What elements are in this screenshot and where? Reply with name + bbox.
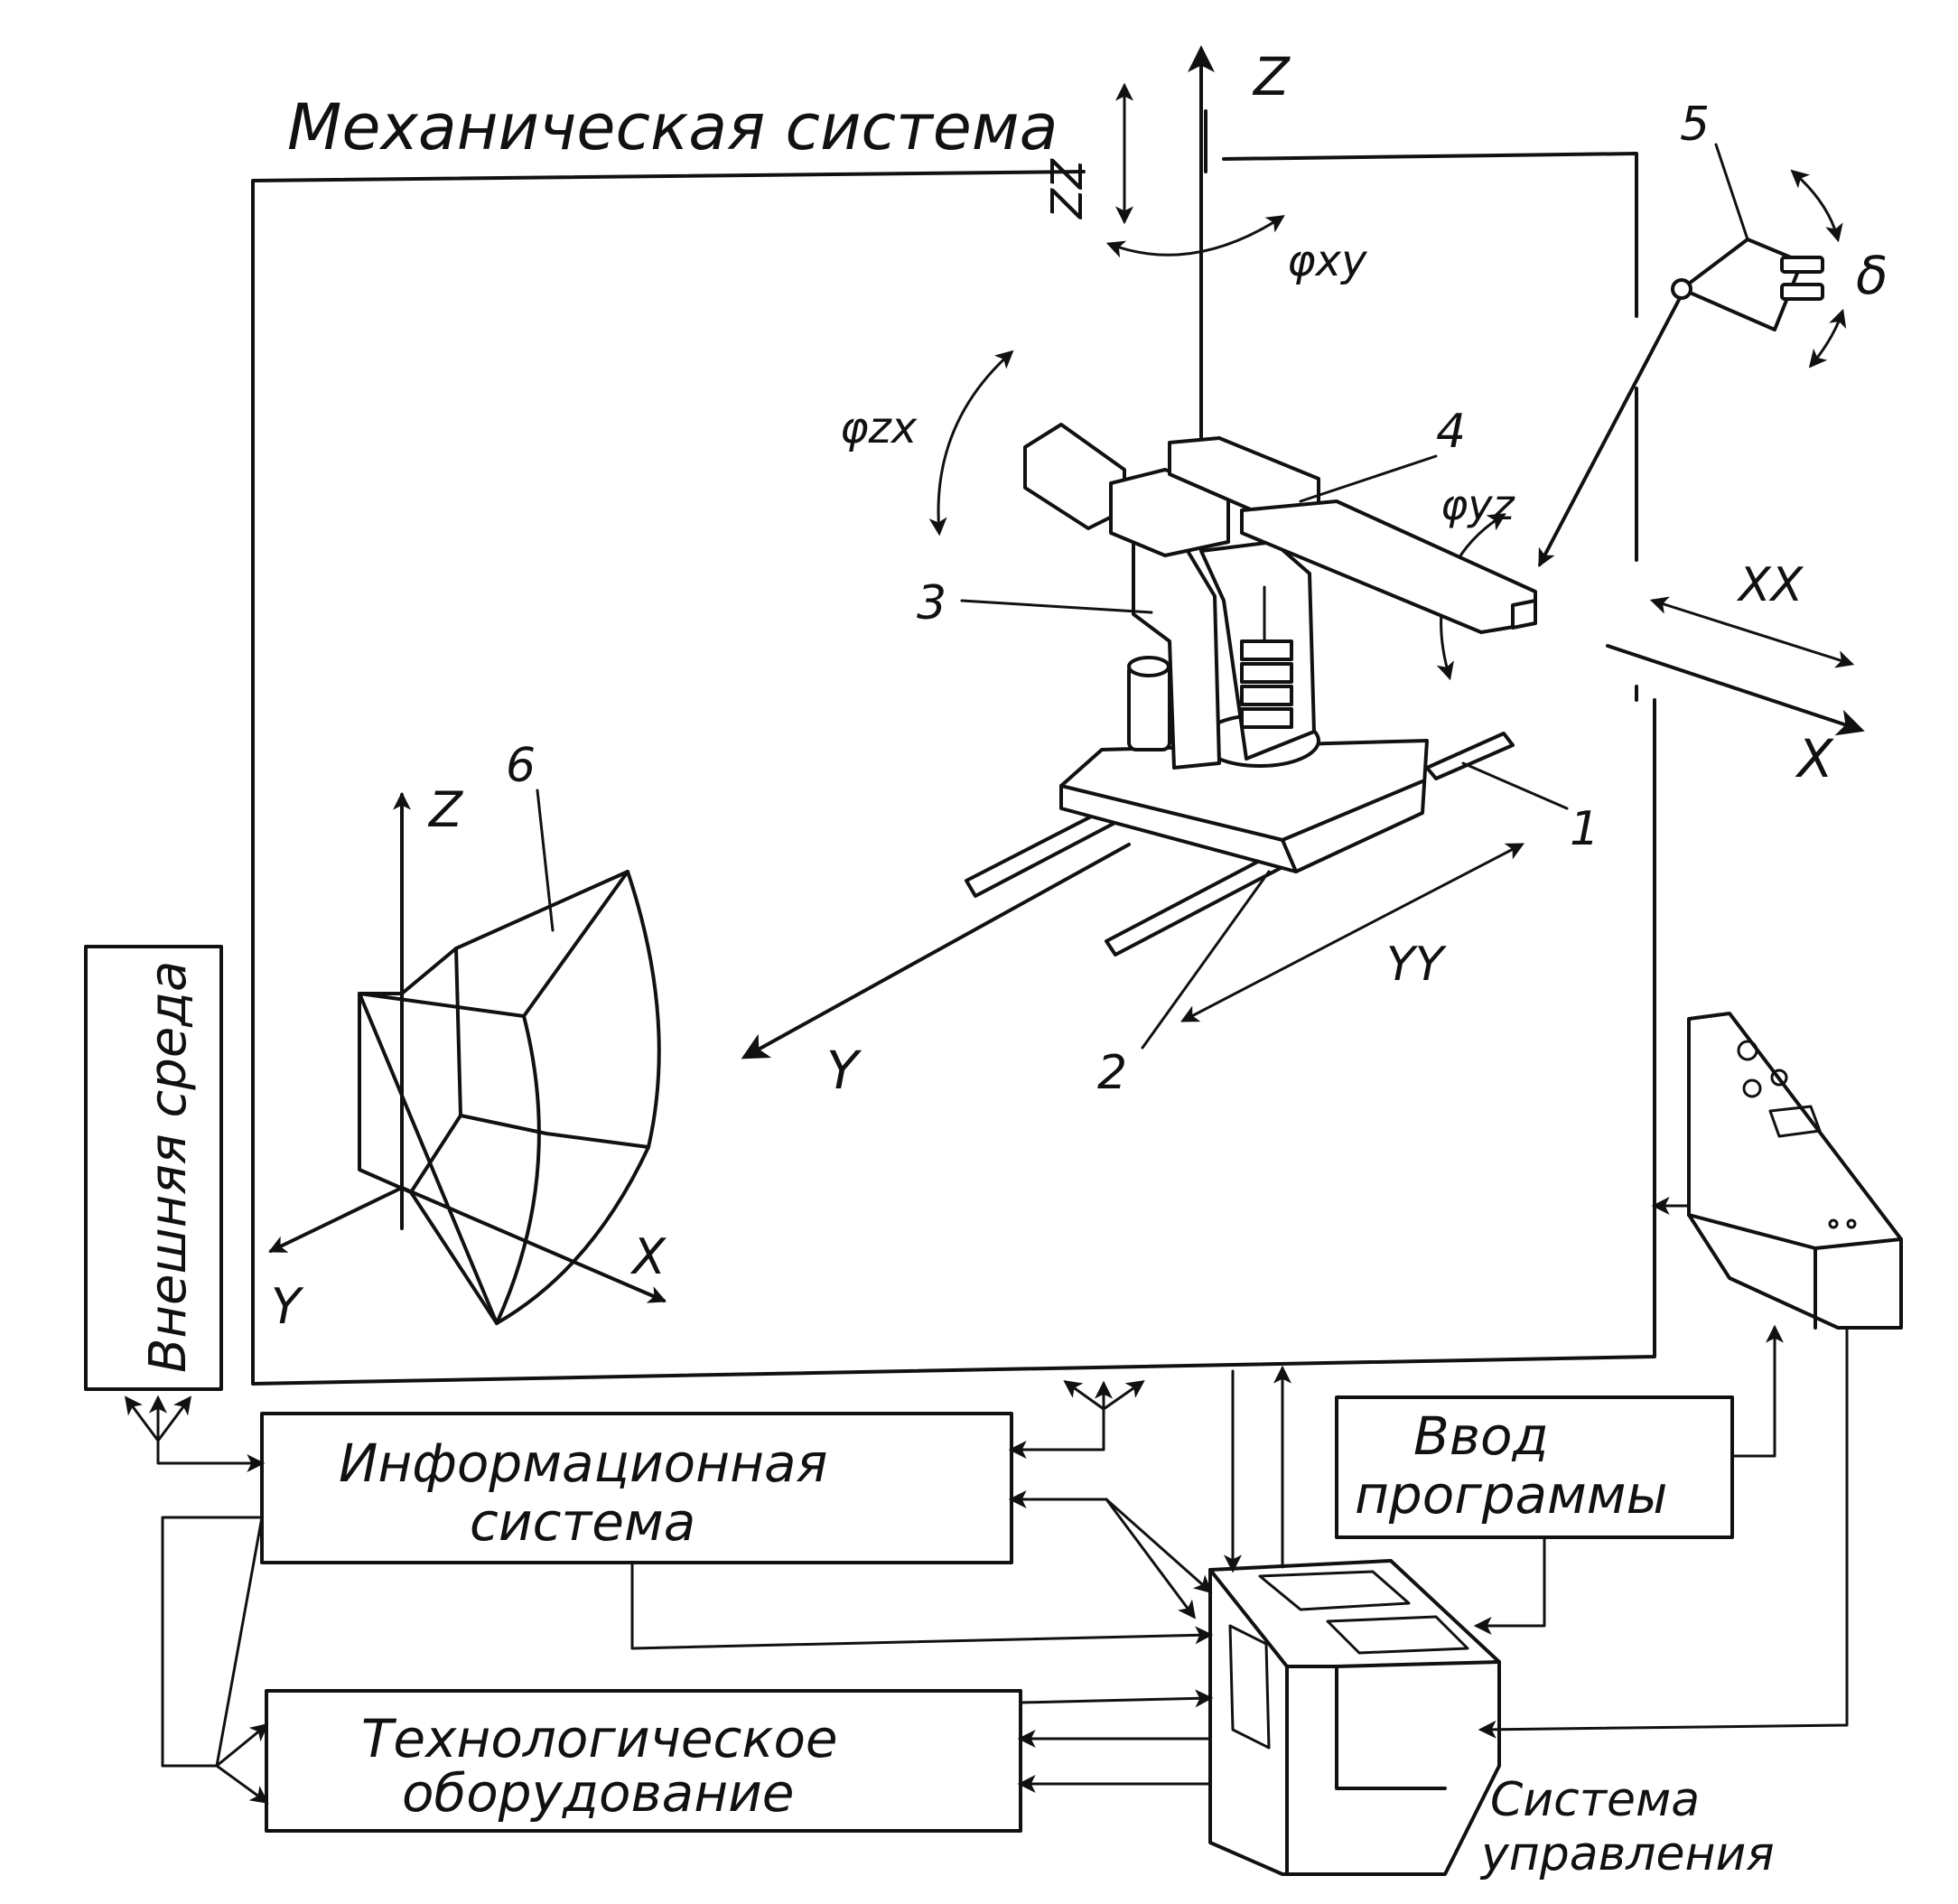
workspace-volume	[267, 791, 667, 1325]
zz-label: ZZ	[1042, 158, 1093, 220]
control-system-line1: Система	[1490, 1773, 1700, 1827]
callout-1: 1	[1570, 802, 1599, 856]
phi-xy-label: φxy	[1287, 236, 1367, 286]
delta-arc-lower	[1808, 308, 1847, 369]
callout-2: 2	[1097, 1046, 1127, 1100]
workspace-z-label: Z	[427, 781, 463, 838]
robot-manipulator	[965, 423, 1537, 957]
phi-zx-label: φzx	[840, 403, 918, 453]
callout-6: 6	[506, 739, 536, 793]
phi-zx-arc	[928, 350, 1014, 537]
delta-arc-upper	[1790, 169, 1843, 243]
x-main-label: X	[1795, 728, 1834, 789]
control-system-line2: управления	[1479, 1827, 1775, 1881]
technological-equipment-line2: оборудование	[402, 1762, 795, 1824]
connection-lines	[125, 1197, 1849, 1804]
information-system-line2: система	[470, 1491, 695, 1553]
technological-equipment-line1: Технологическое	[361, 1708, 838, 1769]
control-system-cabinet	[1208, 1559, 1501, 1876]
phi-xy-arc	[1105, 215, 1285, 258]
callout-4-leader	[1299, 454, 1438, 503]
workspace-x-label: X	[629, 1228, 667, 1285]
external-environment-box	[84, 945, 223, 1391]
callout-5: 5	[1680, 98, 1710, 152]
program-input-line2: программы	[1355, 1464, 1667, 1526]
gripper-pointer	[1538, 296, 1682, 567]
xx-arrow	[1649, 596, 1855, 668]
callout-3-leader	[960, 599, 1153, 614]
operator-console	[1687, 1012, 1903, 1330]
yy-label: YY	[1386, 938, 1448, 992]
z-main-label: Z	[1252, 46, 1291, 107]
xx-label: XX	[1736, 558, 1804, 612]
information-system-line1: Информационная	[339, 1433, 827, 1494]
phi-yz-label: φyz	[1441, 481, 1515, 529]
callout-4: 4	[1436, 405, 1466, 459]
y-main-label: Y	[826, 1040, 862, 1101]
program-input-line1: Ввод	[1413, 1405, 1549, 1467]
x-main-axis	[1606, 644, 1865, 736]
delta-label: δ	[1856, 245, 1888, 306]
program-input-box	[1335, 1395, 1734, 1539]
callout-6-leader	[536, 789, 555, 932]
mechanical-system-title: Механическая система	[287, 90, 1058, 164]
yy-arrow	[1180, 843, 1524, 1022]
technological-equipment-box	[265, 1689, 1022, 1833]
information-system-box	[260, 1412, 1013, 1564]
external-environment-label: Внешняя среда	[139, 961, 198, 1373]
mechanical-system-frame	[251, 109, 1656, 1386]
y-main-axis	[741, 843, 1131, 1059]
callout-2-leader	[1141, 870, 1271, 1050]
callout-1-leader	[1461, 761, 1569, 810]
workspace-y-label: Y	[271, 1278, 304, 1335]
gripper	[1671, 238, 1824, 331]
callout-3: 3	[917, 576, 946, 630]
callout-5-leader	[1714, 143, 1749, 241]
